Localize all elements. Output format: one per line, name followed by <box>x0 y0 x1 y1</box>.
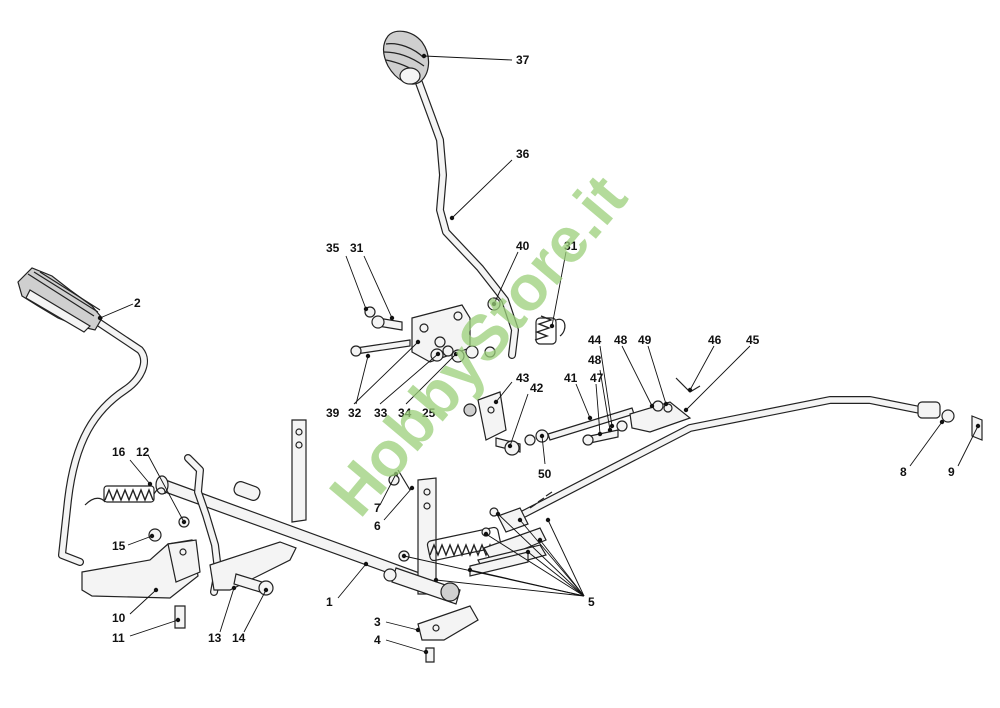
callout-50: 50 <box>538 467 552 481</box>
callout-labels: 37 36 2 35 31 40 31 39 32 33 34 25 43 42… <box>112 53 955 647</box>
callout-31-right: 31 <box>564 239 578 253</box>
callout-8: 8 <box>900 465 907 479</box>
right-rod-assembly <box>547 377 701 446</box>
long-rod <box>508 396 983 524</box>
callout-10: 10 <box>112 611 126 625</box>
callout-2: 2 <box>134 296 141 310</box>
main-shaft <box>155 419 461 605</box>
callout-9: 9 <box>948 465 955 479</box>
callout-3: 3 <box>374 615 381 629</box>
callout-32: 32 <box>348 406 362 420</box>
callout-31: 31 <box>350 241 364 255</box>
spring-16 <box>84 485 166 506</box>
callout-46: 46 <box>708 333 722 347</box>
callout-49: 49 <box>638 333 652 347</box>
callout-42: 42 <box>530 381 544 395</box>
callout-48-upper: 48 <box>614 333 628 347</box>
callout-11: 11 <box>112 631 125 645</box>
callout-41: 41 <box>564 371 578 385</box>
brake-pedal-assembly <box>17 267 148 566</box>
callout-14: 14 <box>232 631 246 645</box>
callout-39: 39 <box>326 406 340 420</box>
callout-40: 40 <box>516 239 530 253</box>
callout-33: 33 <box>374 406 388 420</box>
callout-12: 12 <box>136 445 150 459</box>
callout-44: 44 <box>588 333 602 347</box>
callout-48-lower: 48 <box>588 353 602 367</box>
callout-25: 25 <box>422 406 436 420</box>
callout-35: 35 <box>326 241 340 255</box>
callout-36: 36 <box>516 147 530 161</box>
callout-15: 15 <box>112 539 126 553</box>
pedal-link <box>81 454 297 629</box>
leader-fan-5 <box>401 511 585 597</box>
callout-1: 1 <box>326 595 333 609</box>
callout-45: 45 <box>746 333 760 347</box>
callout-16: 16 <box>112 445 126 459</box>
leader-lines <box>97 53 981 655</box>
callout-34: 34 <box>398 406 412 420</box>
callout-37: 37 <box>516 53 530 67</box>
callout-5: 5 <box>588 595 595 609</box>
callout-7: 7 <box>374 501 381 515</box>
callout-43: 43 <box>516 371 530 385</box>
bottom-bracket <box>417 605 479 663</box>
callout-4: 4 <box>374 633 381 647</box>
callout-6: 6 <box>374 519 381 533</box>
callout-47: 47 <box>590 371 604 385</box>
hand-lever <box>382 30 519 359</box>
callout-13: 13 <box>208 631 222 645</box>
shaft-spring-group <box>388 469 553 577</box>
